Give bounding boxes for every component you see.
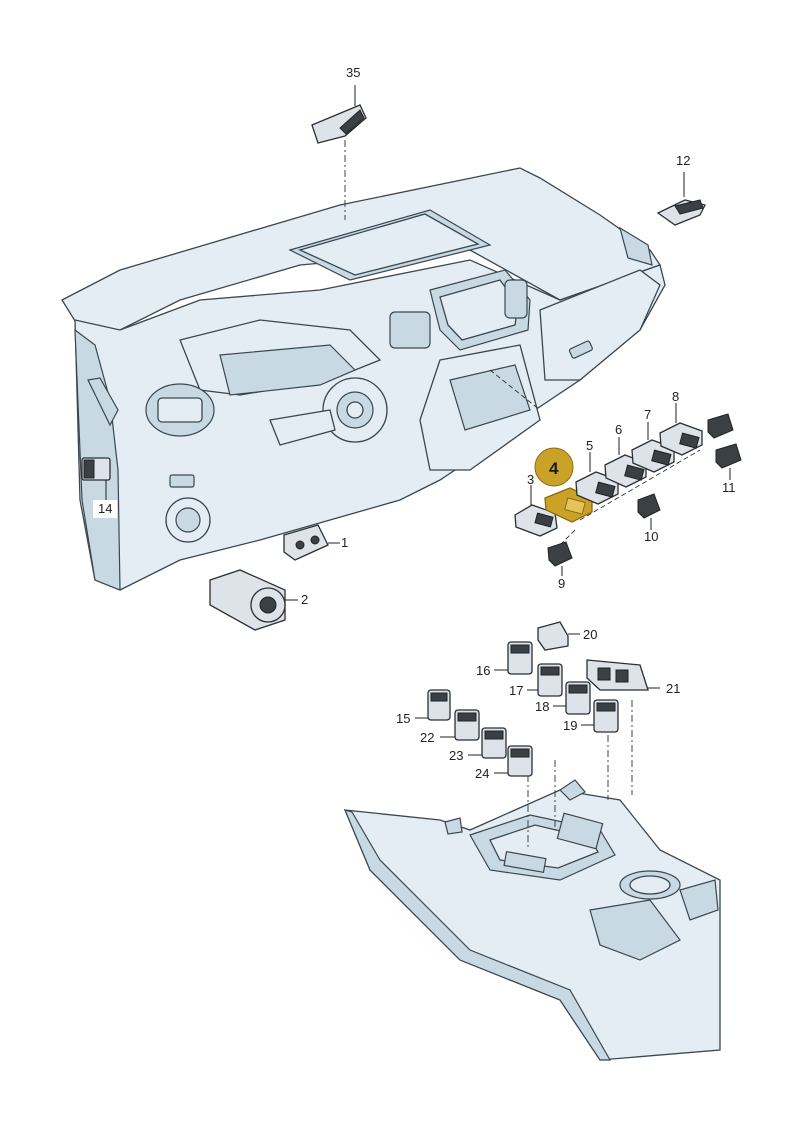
label-11[interactable]: 11 bbox=[722, 480, 736, 495]
label-22[interactable]: 22 bbox=[420, 730, 434, 745]
label-9[interactable]: 9 bbox=[558, 576, 565, 591]
label-14[interactable]: 14 bbox=[98, 501, 112, 516]
center-console-illustration bbox=[343, 779, 721, 1061]
part-12[interactable] bbox=[656, 172, 706, 226]
part-23[interactable] bbox=[468, 727, 507, 759]
part-1[interactable] bbox=[283, 524, 340, 561]
label-12[interactable]: 12 bbox=[676, 153, 690, 168]
label-21[interactable]: 21 bbox=[666, 681, 680, 696]
label-17[interactable]: 17 bbox=[509, 683, 523, 698]
label-24[interactable]: 24 bbox=[475, 766, 489, 781]
part-14[interactable] bbox=[81, 457, 111, 500]
label-5[interactable]: 5 bbox=[586, 438, 593, 453]
label-8[interactable]: 8 bbox=[672, 389, 679, 404]
part-11[interactable] bbox=[707, 413, 742, 480]
label-6[interactable]: 6 bbox=[615, 422, 622, 437]
label-35[interactable]: 35 bbox=[346, 65, 360, 80]
label-1[interactable]: 1 bbox=[341, 535, 348, 550]
label-18[interactable]: 18 bbox=[535, 699, 549, 714]
part-20[interactable] bbox=[537, 621, 580, 651]
part-15[interactable] bbox=[415, 689, 451, 721]
part-5[interactable] bbox=[575, 452, 619, 505]
part-21[interactable] bbox=[586, 659, 660, 691]
guide-lines bbox=[344, 140, 701, 850]
label-2[interactable]: 2 bbox=[301, 592, 308, 607]
label-16[interactable]: 16 bbox=[476, 663, 490, 678]
part-7[interactable] bbox=[631, 422, 675, 473]
label-3[interactable]: 3 bbox=[527, 472, 534, 487]
part-22[interactable] bbox=[440, 709, 480, 741]
highlight-callout-4[interactable]: 4 bbox=[534, 447, 574, 487]
part-24[interactable] bbox=[494, 745, 533, 777]
dashboard-illustration bbox=[61, 167, 666, 591]
part-3[interactable] bbox=[514, 485, 558, 537]
callout-labels: 35 12 14 1 2 3 4 5 6 7 8 9 10 11 15 16 1… bbox=[93, 65, 736, 781]
part-19[interactable] bbox=[581, 699, 619, 733]
label-4: 4 bbox=[549, 459, 559, 478]
part-35[interactable] bbox=[311, 85, 367, 144]
label-14-bg bbox=[93, 500, 117, 518]
part-2[interactable] bbox=[209, 569, 298, 631]
label-7[interactable]: 7 bbox=[644, 407, 651, 422]
label-15[interactable]: 15 bbox=[396, 711, 410, 726]
label-10[interactable]: 10 bbox=[644, 529, 658, 544]
label-20[interactable]: 20 bbox=[583, 627, 597, 642]
part-10[interactable] bbox=[637, 493, 661, 530]
part-18[interactable] bbox=[553, 681, 591, 715]
label-19[interactable]: 19 bbox=[563, 718, 577, 733]
part-8[interactable] bbox=[659, 403, 703, 456]
label-23[interactable]: 23 bbox=[449, 748, 463, 763]
part-9[interactable] bbox=[547, 541, 573, 576]
part-16[interactable] bbox=[494, 641, 533, 675]
part-17[interactable] bbox=[527, 663, 563, 697]
